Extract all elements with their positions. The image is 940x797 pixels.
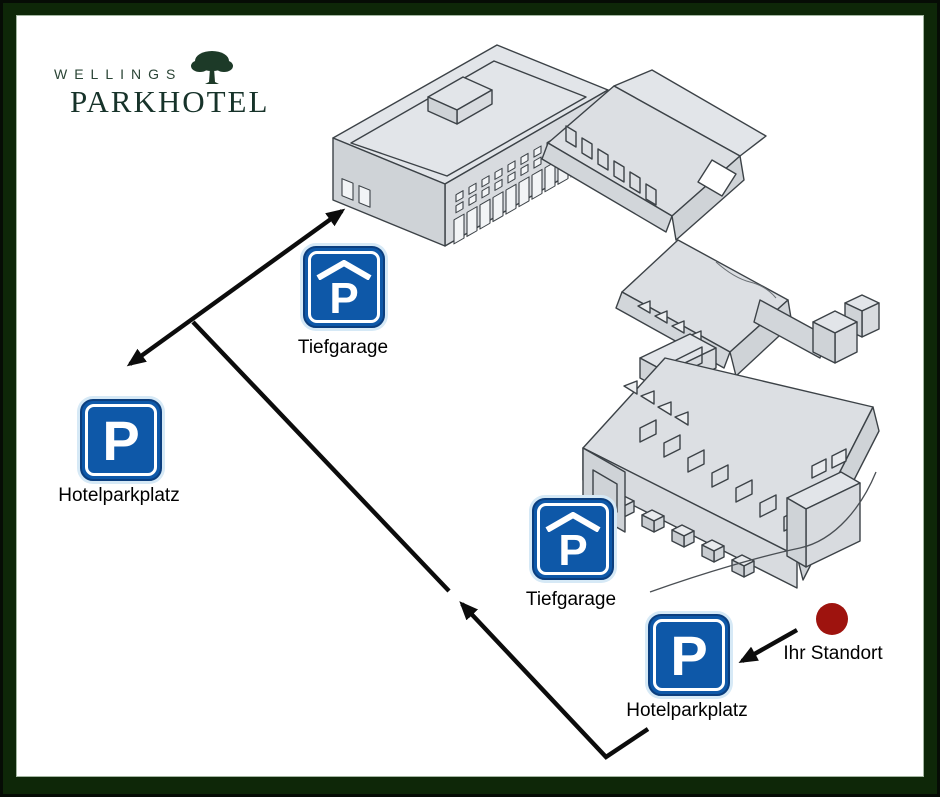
- building-mid-upper: [541, 69, 767, 241]
- building-top: [332, 44, 609, 247]
- parking-sign-tiefgarage-2: P: [532, 498, 614, 580]
- parking-p-letter: P: [670, 624, 708, 687]
- sign-label-tiefgarage-2: Tiefgarage: [525, 589, 617, 610]
- standort-arrow: [738, 628, 799, 663]
- hotel-building-complex: [332, 44, 880, 589]
- sign-label-tiefgarage-1: Tiefgarage: [297, 337, 389, 358]
- location-marker-label: Ihr Standort: [783, 643, 883, 664]
- tree-icon: [191, 51, 234, 84]
- sign-label-hotelparkplatz-2: Hotelparkplatz: [626, 700, 748, 721]
- parking-sign-tiefgarage-1: P: [303, 246, 385, 328]
- parking-sign-hotelparkplatz-2: P: [648, 614, 730, 696]
- route-line-lower: [459, 601, 650, 760]
- parking-p-letter: P: [558, 526, 588, 575]
- parking-sign-hotelparkplatz-1: P: [80, 399, 162, 481]
- parking-p-letter: P: [102, 409, 140, 472]
- location-marker-dot: [816, 603, 848, 635]
- route-arrows: [126, 208, 799, 760]
- ground-line: [649, 471, 877, 593]
- sign-label-hotelparkplatz-1: Hotelparkplatz: [58, 485, 180, 506]
- building-tower: [812, 294, 880, 364]
- hotel-logo: WELLINGS PARKHOTEL: [54, 48, 269, 120]
- logo-parkhotel-text: PARKHOTEL: [70, 84, 270, 119]
- garage-roof-icon: [545, 512, 601, 532]
- parking-p-letter: P: [329, 274, 359, 323]
- logo-wellings-text: WELLINGS: [54, 66, 183, 82]
- route-line-upper: [191, 320, 451, 593]
- route-double-arrow: [126, 208, 346, 367]
